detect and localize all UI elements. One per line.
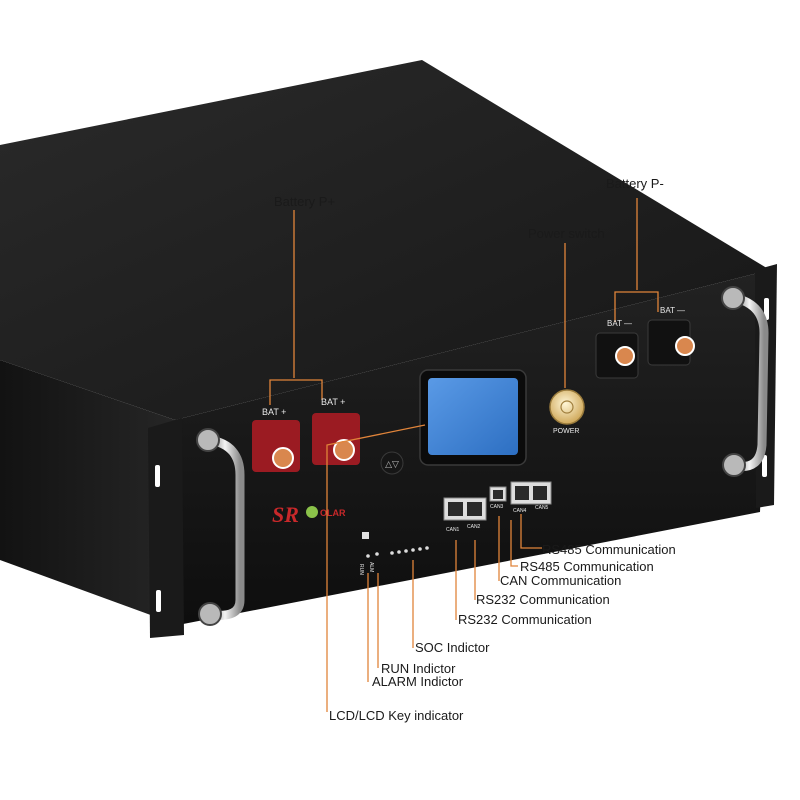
- ear-slot: [156, 590, 161, 612]
- panel-alm: ALM: [368, 562, 374, 573]
- svg-text:SR: SR: [272, 502, 299, 527]
- label-alarm: ALARM Indictor: [372, 674, 464, 689]
- label-battery-pos: Battery P+: [274, 194, 336, 209]
- lcd-screen: [428, 378, 518, 455]
- panel-bat-pos-2: BAT +: [321, 397, 346, 407]
- indicator-leds: [362, 532, 429, 558]
- panel-run: RUN: [358, 564, 364, 575]
- chassis-side: [0, 360, 178, 625]
- rj45-port-icon: [510, 481, 552, 505]
- handle-right: [721, 286, 769, 477]
- label-soc: SOC Indictor: [415, 640, 490, 655]
- panel-can1: CAN1: [446, 527, 460, 533]
- leader-rs485-a: [520, 514, 542, 549]
- label-can: CAN Communication: [500, 573, 622, 588]
- panel-bat-neg-1: BAT —: [607, 319, 633, 328]
- panel-can5: CAN5: [535, 505, 549, 511]
- positive-terminal-2: [312, 413, 360, 465]
- panel-power: POWER: [553, 428, 580, 435]
- positive-terminal-1: [252, 420, 300, 472]
- leader-lcd: [326, 424, 426, 712]
- panel-bat-neg-2: BAT —: [660, 306, 686, 315]
- svg-text:OLAR: OLAR: [320, 508, 346, 518]
- can3-port: [489, 486, 507, 502]
- handle-left: [196, 428, 245, 626]
- label-rs485-b: RS485 Communication: [520, 559, 654, 574]
- panel-bat-pos-1: BAT +: [262, 407, 287, 417]
- rj45-port-icon: [443, 497, 487, 521]
- leader-lines: [269, 198, 659, 712]
- leader-battery-neg-bracket: [614, 291, 659, 322]
- brand-logo: SR OLAR: [272, 502, 346, 527]
- svg-text:△▽: △▽: [385, 460, 399, 470]
- label-run: RUN Indictor: [381, 661, 456, 676]
- label-rs232-a: RS232 Communication: [476, 592, 610, 607]
- ear-slot: [155, 465, 160, 487]
- ear-slot: [764, 298, 769, 320]
- panel-can3: CAN3: [490, 504, 504, 510]
- label-lcd: LCD/LCD Key indicator: [329, 708, 464, 723]
- label-rs485-a: RS485 Communication: [542, 542, 676, 557]
- ear-slot: [762, 455, 767, 477]
- label-battery-neg: Battery P-: [606, 176, 664, 191]
- chassis-top: [0, 60, 770, 420]
- label-power-switch: Power switch: [528, 226, 605, 241]
- panel-can2: CAN2: [467, 524, 481, 530]
- panel-can4: CAN4: [513, 508, 527, 514]
- power-button-icon[interactable]: [549, 389, 585, 425]
- label-rs232-b: RS232 Communication: [458, 612, 592, 627]
- rack-ear-left: [148, 418, 184, 638]
- leader-rs485-b: [510, 520, 518, 567]
- negative-terminal-1: [595, 332, 639, 379]
- negative-terminal-2: [647, 319, 695, 366]
- leader-battery-pos-bracket: [269, 379, 323, 405]
- lcd-key-icon[interactable]: [380, 451, 404, 475]
